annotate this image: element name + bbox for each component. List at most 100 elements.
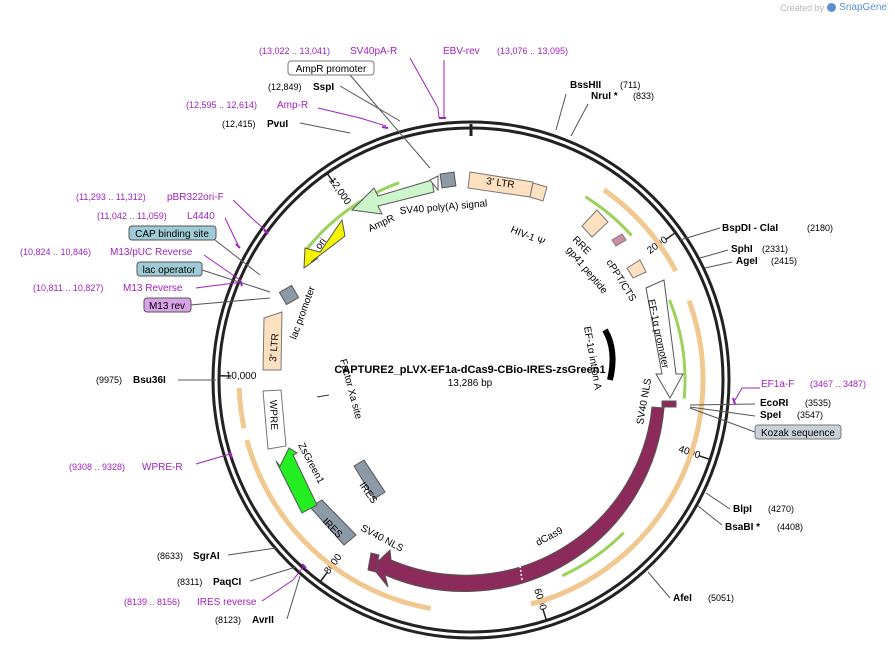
- boxed-label-text: AmpR promoter: [296, 64, 367, 75]
- primer-label-pbr322ori-f[interactable]: (11,293 .. 11,312) pBR322ori-F: [76, 192, 224, 203]
- primer-range: (11,293 .. 11,312): [76, 192, 146, 202]
- site-leader: [697, 505, 723, 526]
- snapgene-logo-icon: [827, 3, 837, 12]
- sv40-polya-label: SV40 poly(A) signal: [399, 198, 487, 217]
- primer-label-wpre-r[interactable]: (9308 .. 9328) WPRE-R: [69, 462, 183, 473]
- primer-range: (3467 .. 3487): [810, 379, 866, 389]
- site-label-sspi[interactable]: (12,849) SspI: [268, 82, 334, 93]
- ltr-5-feature[interactable]: 3' LTR: [467, 171, 534, 198]
- primer-name: pBR322ori-F: [167, 192, 224, 203]
- ampr-promoter-feature[interactable]: [429, 175, 439, 192]
- ampr-label: AmpR: [367, 213, 397, 235]
- primer-range: (8139 .. 8156): [124, 597, 180, 607]
- site-label-blpi[interactable]: BlpI (4270): [733, 504, 794, 515]
- site-name: Bsu36I: [133, 375, 166, 386]
- site-pos: (3547): [797, 410, 823, 420]
- primer-label-m13-puc-reverse[interactable]: (10,824 .. 10,846) M13/pUC Reverse: [20, 247, 193, 258]
- primer-label-m13-reverse[interactable]: (10,811 .. 10,827) M13 Reverse: [33, 283, 183, 294]
- m13-rev-label-box[interactable]: M13 rev: [143, 297, 271, 313]
- boxed-label-text: Kozak sequence: [761, 428, 835, 439]
- site-label-agei[interactable]: AgeI (2415): [736, 256, 797, 267]
- ruler-tick: [319, 571, 328, 583]
- site-label-bspdi-clai[interactable]: BspDI - ClaI (2180): [722, 223, 833, 234]
- sv40-nls-b-feature[interactable]: [367, 552, 380, 573]
- primer-label-amp-r[interactable]: (12,595 .. 12,614) Amp-R: [186, 100, 308, 111]
- ruler-tick: [665, 231, 676, 241]
- ruler-tick-label: 12,000: [326, 176, 353, 208]
- site-label-bsu36i[interactable]: (9975) Bsu36I: [96, 375, 166, 386]
- site-leader: [705, 492, 731, 510]
- gp41-feature[interactable]: [611, 233, 627, 247]
- primer-label-sv40pa-r[interactable]: (13,022 .. 13,041) SV40pA-R: [259, 46, 397, 57]
- factor-xa-feature[interactable]: [316, 394, 330, 398]
- boxed-label-text: CAP binding site: [135, 229, 209, 240]
- site-name: SphI: [731, 244, 753, 255]
- site-pos: (2415): [771, 256, 797, 266]
- site-label-nrui[interactable]: NruI * (833): [591, 91, 654, 102]
- primer-name: IRES reverse: [197, 597, 257, 608]
- site-pos: (711): [620, 80, 640, 90]
- site-label-bsabi[interactable]: BsaBI * (4408): [725, 522, 803, 533]
- ef1a-intron-label: EF-1α intron A: [581, 326, 603, 391]
- cppt-feature[interactable]: [626, 259, 647, 279]
- ori-feature[interactable]: ori: [303, 218, 346, 270]
- site-leader: [699, 249, 729, 259]
- site-leader: [689, 406, 756, 417]
- ires-b-feature[interactable]: IRES: [309, 499, 357, 546]
- lac-operator-label-box[interactable]: lac operator: [136, 261, 271, 293]
- site-name: SspI: [313, 82, 334, 93]
- sites-group: [178, 85, 756, 620]
- site-name: AvrII: [252, 615, 274, 626]
- hiv-psi-feature[interactable]: [529, 182, 548, 202]
- site-pos: (9975): [96, 375, 122, 385]
- cap-site-label-box[interactable]: CAP binding site: [128, 225, 261, 276]
- primer-label-ef1a-f[interactable]: EF1a-F (3467 .. 3487): [761, 379, 866, 390]
- primer-label-ires-reverse[interactable]: (8139 .. 8156) IRES reverse: [124, 597, 257, 608]
- site-label-paqci[interactable]: (8311) PaqCI: [177, 577, 242, 588]
- site-leader: [299, 122, 351, 134]
- primer-label-ebv-rev[interactable]: EBV-rev (13,076 .. 13,095): [443, 46, 568, 57]
- site-label-sphi[interactable]: SphI (2331): [731, 244, 788, 255]
- site-label-pvui[interactable]: (12,415) PvuI: [222, 119, 288, 130]
- primer-leader: [195, 453, 231, 465]
- site-label-spei[interactable]: SpeI (3547): [760, 410, 823, 421]
- site-label-afei[interactable]: AfeI (5051): [673, 593, 734, 604]
- ef1a-intron-feature[interactable]: [602, 328, 616, 381]
- primer-name: EBV-rev: [443, 46, 480, 57]
- kozak-label-box[interactable]: Kozak sequence: [689, 407, 842, 440]
- site-label-ecori[interactable]: EcoRI (3535): [760, 398, 831, 409]
- primer-range: (13,022 .. 13,041): [259, 46, 330, 56]
- site-label-avrii[interactable]: (8123) AvrII: [215, 615, 274, 626]
- lac-promoter-feature[interactable]: [278, 284, 300, 306]
- site-leader: [339, 85, 401, 122]
- ltr-3-feature[interactable]: 3' LTR: [262, 311, 283, 371]
- site-pos: (12,849): [268, 82, 302, 92]
- site-leader: [689, 403, 756, 406]
- rre-feature[interactable]: [581, 209, 609, 238]
- plasmid-name: CAPTURE2_pLVX-EF1a-dCas9-CBio-IRES-zsGre…: [334, 364, 605, 376]
- orf-arc-green: [304, 181, 400, 252]
- site-name: SgrAI: [193, 551, 220, 562]
- site-pos: (833): [633, 91, 654, 101]
- sv40-polya-feature[interactable]: [439, 171, 457, 189]
- site-leader: [227, 547, 277, 556]
- orf-arc: [602, 187, 679, 273]
- primer-label-l4440[interactable]: (11,042 .. 11,059) L4440: [97, 211, 215, 222]
- boxed-label-text: M13 rev: [149, 301, 185, 312]
- site-label-sgrai[interactable]: (8633) SgrAI: [157, 551, 220, 562]
- sv40-nls-a-feature[interactable]: [661, 400, 677, 408]
- site-leader: [679, 227, 721, 241]
- wpre-feature[interactable]: WPRE: [262, 389, 287, 450]
- site-leader: [704, 261, 733, 269]
- dcas9-feature[interactable]: dCas9: [371, 406, 665, 593]
- ires-a-feature[interactable]: IRES: [353, 459, 386, 506]
- site-name: SpeI: [760, 410, 781, 421]
- ampr-promoter-label-box[interactable]: AmpR promoter: [287, 60, 431, 169]
- site-leader: [647, 571, 671, 599]
- primer-leaders: [195, 57, 760, 602]
- site-label-bsshii[interactable]: BssHII (711): [570, 80, 640, 91]
- site-name: BsaBI *: [725, 522, 760, 533]
- orf-arc: [244, 439, 432, 611]
- primer-leader: [261, 565, 305, 602]
